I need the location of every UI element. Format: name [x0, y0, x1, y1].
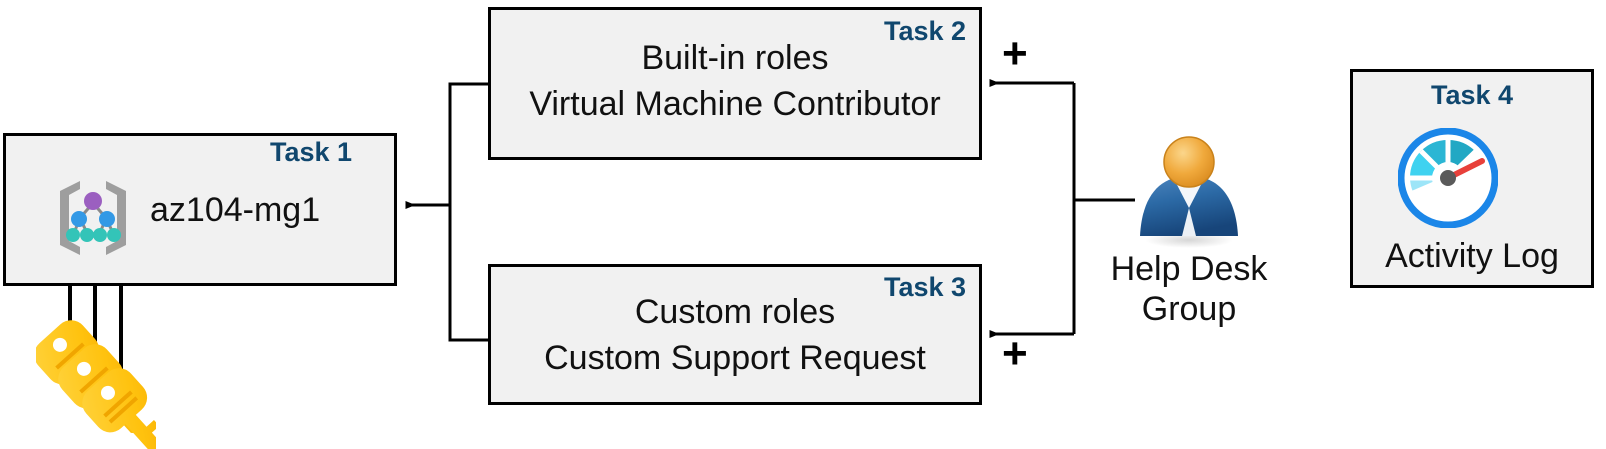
task-2-text-line-2: Virtual Machine Contributor	[529, 85, 941, 123]
task-2-label: Task 2	[884, 16, 967, 46]
task-3-text-line-1: Custom roles	[634, 293, 836, 331]
task-1-text: az104-mg1	[150, 191, 321, 229]
keys-icon	[34, 312, 171, 449]
task-1-label: Task 1	[270, 137, 353, 167]
task-3-box[interactable]	[488, 264, 982, 405]
task-4-label: Task 4	[1430, 80, 1514, 110]
management-group-icon	[50, 177, 136, 259]
task-2-box[interactable]	[488, 7, 982, 160]
task-3-text-line-2: Custom Support Request	[544, 339, 926, 377]
task-1-box[interactable]	[3, 133, 397, 286]
task-4-text: Activity Log	[1385, 237, 1559, 275]
help-desk-group-caption-line-2: Group	[1141, 290, 1237, 328]
task-2-text-line-1: Built-in roles	[641, 39, 829, 77]
roles-to-management-group-connector	[405, 82, 488, 342]
plus-icon-top: +	[1002, 29, 1028, 78]
user-group-icon	[1134, 136, 1244, 249]
gauge-icon	[1397, 127, 1499, 229]
task-3-label: Task 3	[884, 272, 967, 302]
plus-icon-bottom: +	[1002, 329, 1028, 378]
help-desk-group-caption-line-1: Help Desk	[1110, 250, 1268, 288]
